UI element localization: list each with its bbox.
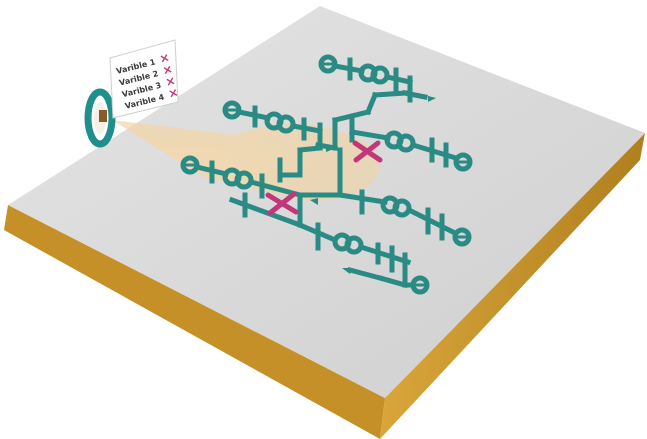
legend-card: Varible 1 × Varible 2 × Varible 3 × Vari… [109,39,180,119]
fault-x-icon [352,140,383,163]
board-right-side [380,133,645,439]
circuit [180,54,473,295]
branch-right-upper [349,129,473,172]
camera-sensor-icon [84,88,116,148]
legend-marker-2: × [161,62,174,78]
branch-right-middle [337,189,472,247]
legend-marker-3: × [164,73,177,89]
flow-arrow-icon [326,145,336,152]
flow-arrow-icon [310,198,318,205]
branch-top [318,54,428,116]
legend-marker-4: × [167,85,180,101]
sensing-cone [112,120,381,201]
branch-lower [296,221,430,295]
flow-arrow-icon [428,96,436,102]
board-left-side [4,205,385,439]
fault-x-icon [265,191,299,216]
legend-marker-1: × [158,50,171,66]
